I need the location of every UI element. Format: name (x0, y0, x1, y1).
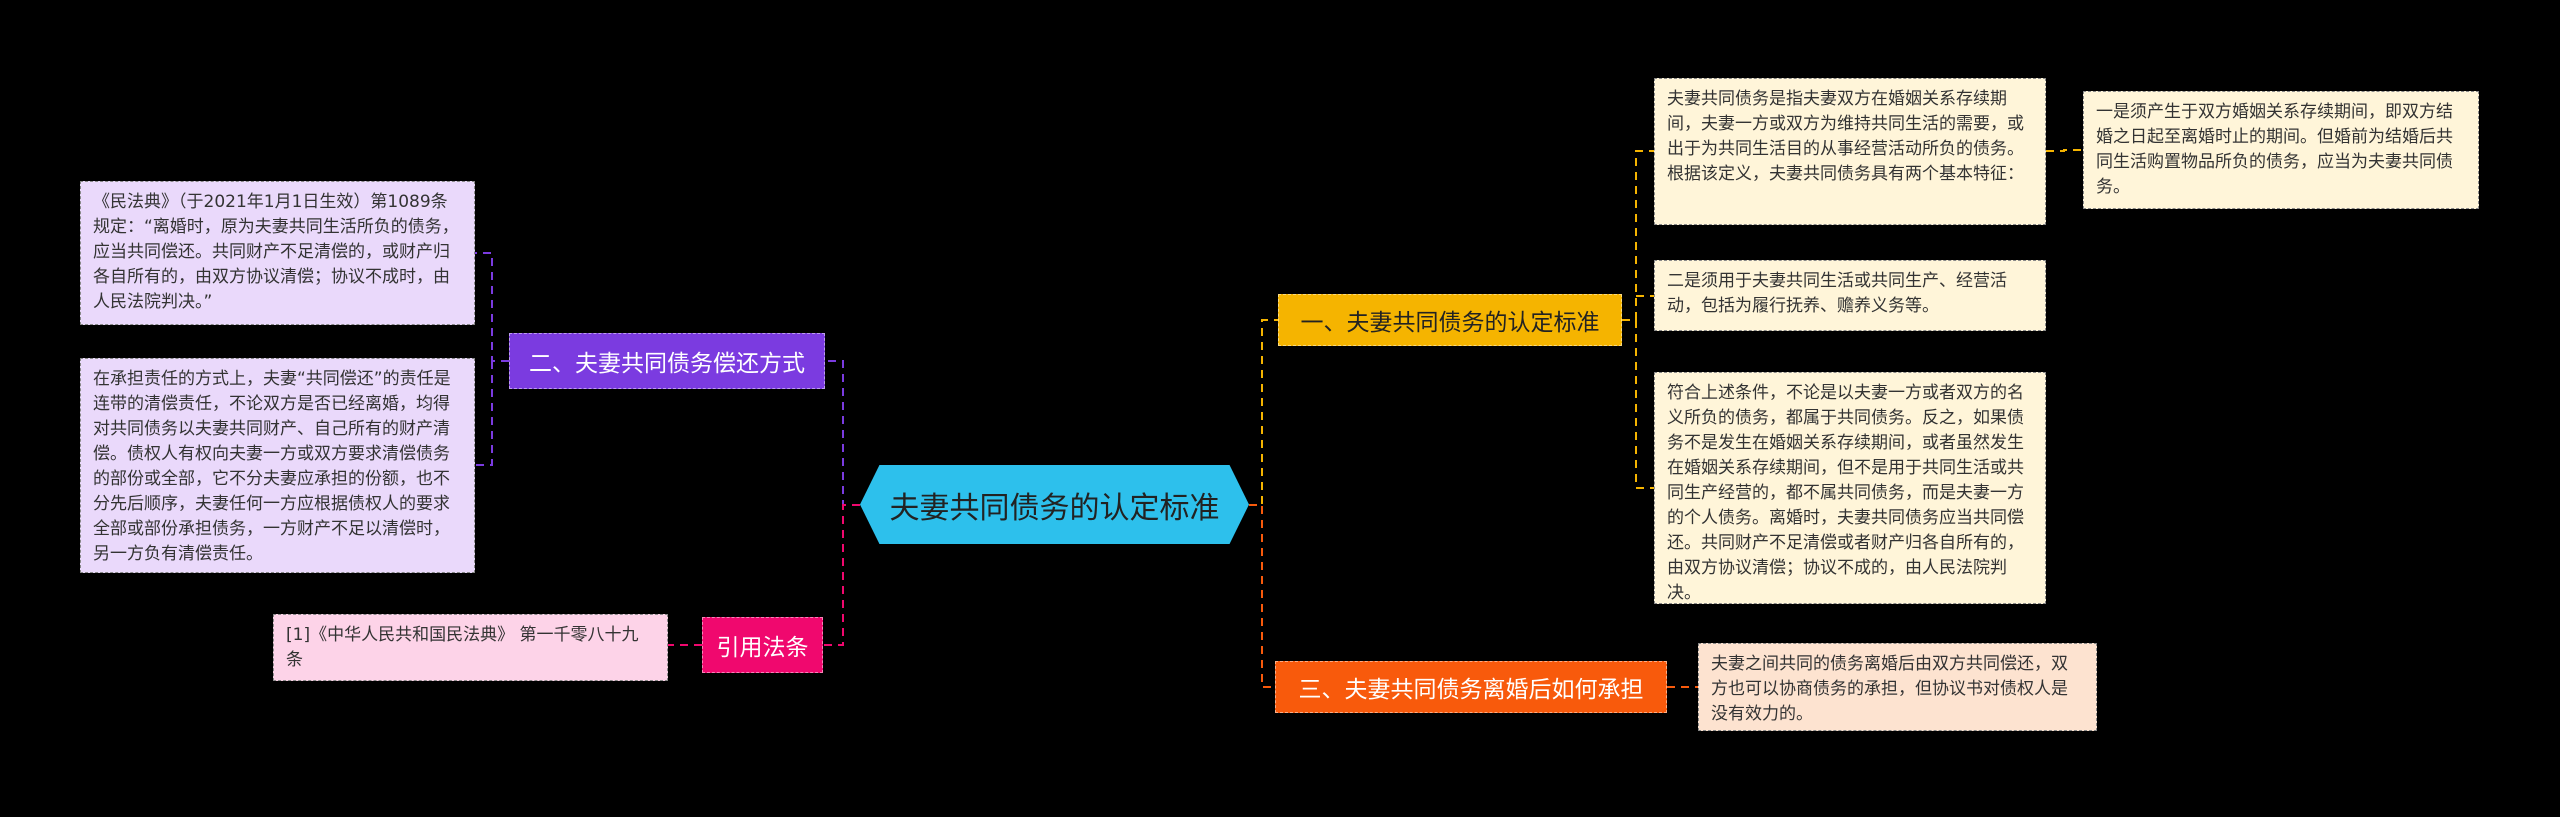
branch-label: 引用法条 (716, 635, 809, 661)
leaf-post-divorce[interactable]: 夫妻之间共同的债务离婚后由双方共同偿还，双方也可以协商债务的承担，但协议书对债权… (1698, 643, 2097, 731)
leaf-joint-liability[interactable]: 在承担责任的方式上，夫妻“共同偿还”的责任是连带的清偿责任，不论双方是否已经离婚… (80, 358, 475, 573)
branch-cited-law[interactable]: 引用法条 (702, 617, 823, 673)
branch-post-divorce[interactable]: 三、夫妻共同债务离婚后如何承担 (1275, 661, 1667, 713)
leaf-feature-two[interactable]: 二是须用于夫妻共同生活或共同生产、经营活动，包括为履行抚养、赡养义务等。 (1654, 260, 2046, 331)
leaf-conclusion[interactable]: 符合上述条件，不论是以夫妻一方或者双方的名义所负的债务，都属于共同债务。反之，如… (1654, 372, 2046, 604)
leaf-definition[interactable]: 夫妻共同债务是指夫妻双方在婚姻关系存续期间，夫妻一方或双方为维持共同生活的需要，… (1654, 78, 2046, 225)
leaf-citation[interactable]: [1]《中华人民共和国民法典》 第一千零八十九条 (273, 614, 668, 681)
branch-repayment-method[interactable]: 二、夫妻共同债务偿还方式 (509, 333, 825, 389)
branch-label: 二、夫妻共同债务偿还方式 (529, 351, 805, 377)
branch-recognition-standard[interactable]: 一、夫妻共同债务的认定标准 (1278, 294, 1622, 346)
branch-label: 一、夫妻共同债务的认定标准 (1300, 310, 1600, 336)
branch-label: 三、夫妻共同债务离婚后如何承担 (1298, 677, 1644, 703)
leaf-feature-one[interactable]: 一是须产生于双方婚姻关系存续期间，即双方结婚之日起至离婚时止的期间。但婚前为结婚… (2083, 91, 2479, 209)
central-topic-label: 夫妻共同债务的认定标准 (889, 490, 1220, 526)
leaf-civil-code-1089[interactable]: 《民法典》（于2021年1月1日生效）第1089条规定：“离婚时，原为夫妻共同生… (80, 181, 475, 325)
central-topic[interactable]: 夫妻共同债务的认定标准 (860, 465, 1249, 544)
